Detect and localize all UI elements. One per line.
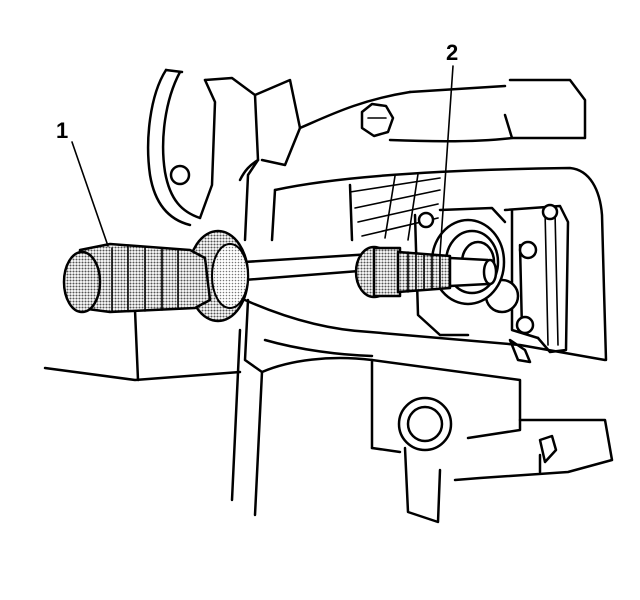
callout-1-label: 1	[56, 118, 68, 143]
body-structure	[43, 68, 614, 524]
leader-lines	[71, 65, 454, 255]
leader-line-1	[71, 141, 109, 247]
leader-line-2	[439, 65, 454, 255]
slide-hammer-tool	[62, 229, 498, 323]
callout-2-label: 2	[446, 40, 458, 65]
